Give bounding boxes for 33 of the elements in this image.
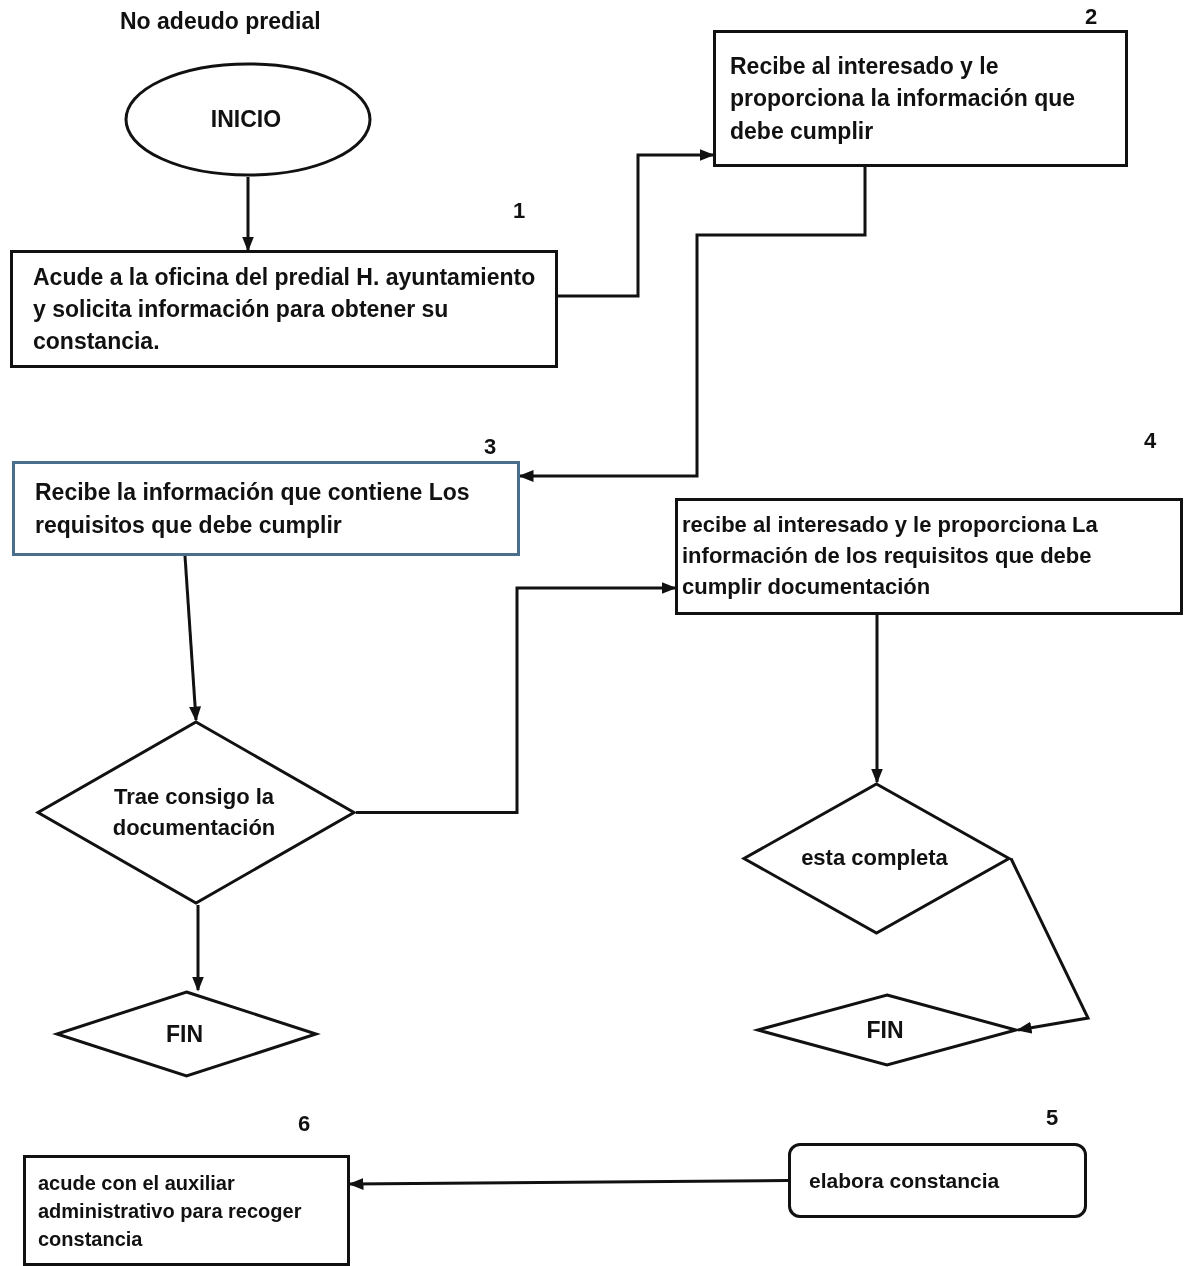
process-box	[675, 498, 1183, 615]
arrow	[356, 582, 677, 814]
process-box	[788, 1143, 1087, 1218]
diagram-title: No adeudo predial	[120, 8, 321, 35]
arrow	[192, 905, 204, 992]
arrow	[518, 167, 867, 482]
step-number: 6	[298, 1111, 311, 1137]
process-box	[713, 30, 1128, 167]
step-text: INICIO	[210, 105, 282, 135]
step-text: Acude a la oficina del predial H. ayuntamiento y solicita información para obtener su constancia.	[33, 262, 537, 357]
step-text: FIN	[165, 1019, 204, 1049]
step-text: elabora constancia	[809, 1167, 1000, 1194]
step-text: FIN	[866, 1015, 904, 1045]
arrow	[183, 555, 202, 722]
step-number: 4	[1144, 428, 1157, 454]
step-number: 2	[1085, 4, 1098, 30]
arrow	[348, 1177, 788, 1190]
process-box	[10, 250, 558, 368]
step-text: Trae consigo la documentación	[111, 782, 277, 842]
process-box	[23, 1155, 350, 1266]
step-number: 3	[484, 434, 497, 460]
step-number: 1	[513, 198, 526, 224]
step-text: Recibe al interesado y le proporciona la información que debe cumplir	[730, 52, 1077, 146]
step-number: 5	[1046, 1105, 1059, 1131]
step-text: recibe al interesado y le proporciona La información de los requisitos que debe cumplir documentación	[682, 511, 1099, 601]
step-text: esta completa	[801, 844, 948, 873]
arrow	[242, 177, 254, 252]
step-text: Recibe la información que contiene Los requisitos que debe cumplir	[35, 478, 471, 540]
arrow	[558, 149, 715, 298]
process-box	[12, 461, 520, 556]
arrow	[1009, 857, 1091, 1034]
step-text: acude con el auxiliar administrativo para recoger constancia	[38, 1170, 303, 1252]
arrow	[871, 615, 883, 784]
